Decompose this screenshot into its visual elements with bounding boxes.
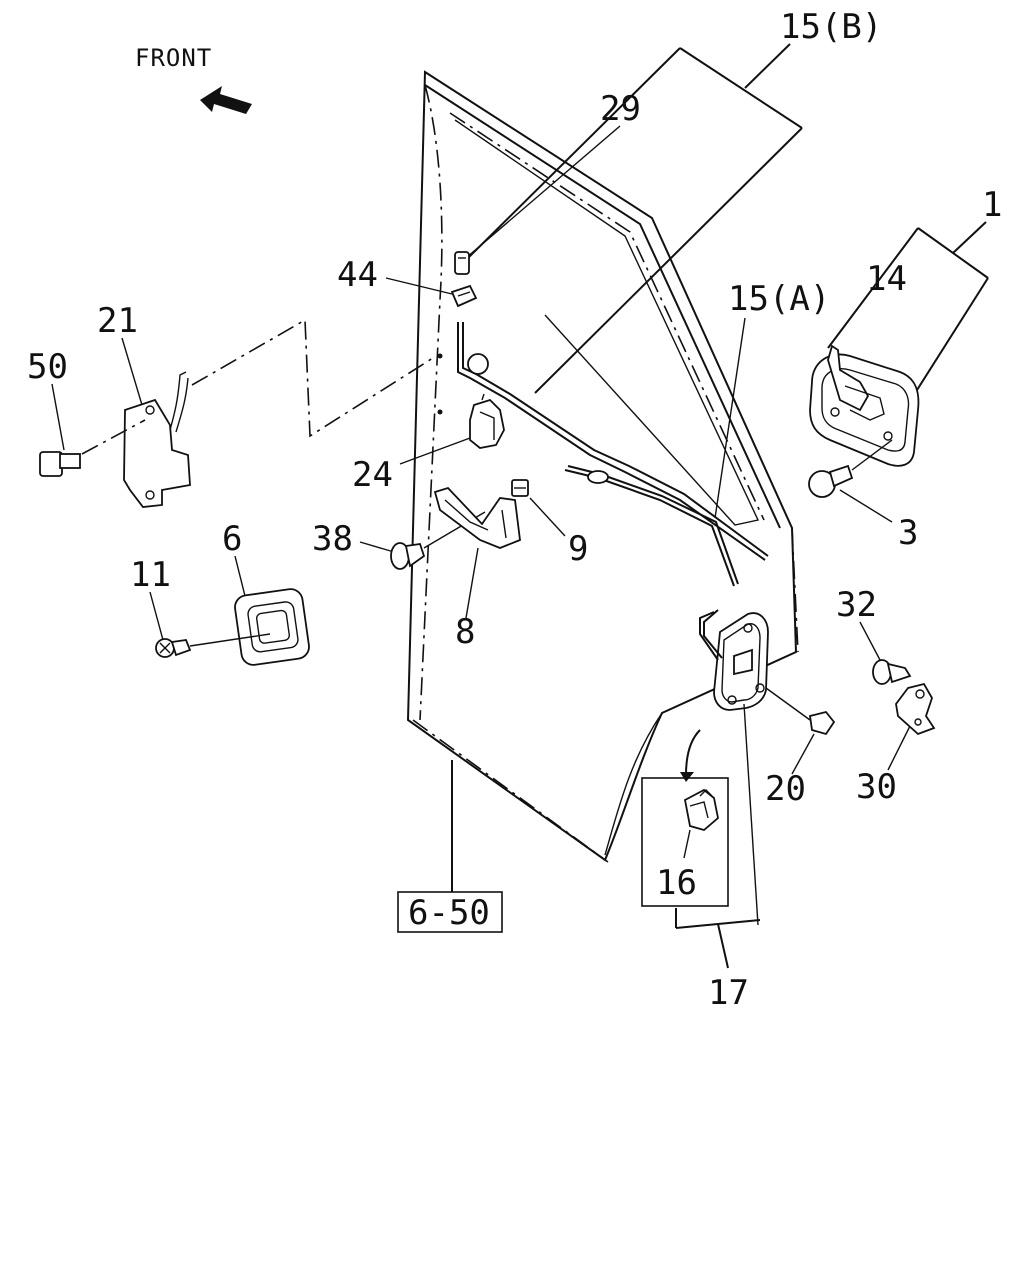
inner-handle-1 [809,344,920,467]
actuator-21 [123,371,191,508]
clip-29 [454,251,470,275]
callout-17: 17 [708,973,749,1013]
callout-15b: 15(B) [780,7,882,47]
pad-6 [234,588,310,666]
callout-30: 30 [856,767,897,807]
callout-24: 24 [352,455,393,495]
striker-30 [895,682,936,736]
callout-15b-bracket [465,43,803,394]
callout-9: 9 [568,529,588,569]
callout-14: 14 [866,259,907,299]
callout-6: 6 [222,519,242,559]
front-arrow-icon [200,86,252,114]
callout-20: 20 [765,769,806,809]
callout-21: 21 [97,301,138,341]
callout-38: 38 [312,519,353,559]
latch-17 [699,609,769,926]
callout-1: 1 [982,185,1002,225]
screw-20 [765,687,836,736]
reference-box [397,891,503,933]
clip-44 [450,284,478,308]
callout-3: 3 [898,513,918,553]
screw-11 [155,633,271,658]
callout-29: 29 [600,89,641,129]
callout-50: 50 [27,347,68,387]
bolt-50 [39,419,146,477]
part-24 [469,393,505,449]
callout-8: 8 [455,612,475,652]
callout-11: 11 [130,555,171,595]
door-panel [406,70,799,863]
bracket-8 [433,486,521,549]
lock-rods [457,322,769,587]
callout-32: 32 [836,585,877,625]
clip-16 [683,788,719,831]
front-label: FRONT [135,44,212,72]
reference-box-label: 6-50 [408,893,490,933]
callout-16: 16 [656,863,697,903]
callout-15a: 15(A) [728,279,830,319]
bolt-3 [808,439,893,498]
inset-16 [641,729,761,969]
callout-44: 44 [337,255,378,295]
clip-9 [511,479,529,497]
clip-38 [390,511,486,570]
screw-32 [872,659,912,685]
